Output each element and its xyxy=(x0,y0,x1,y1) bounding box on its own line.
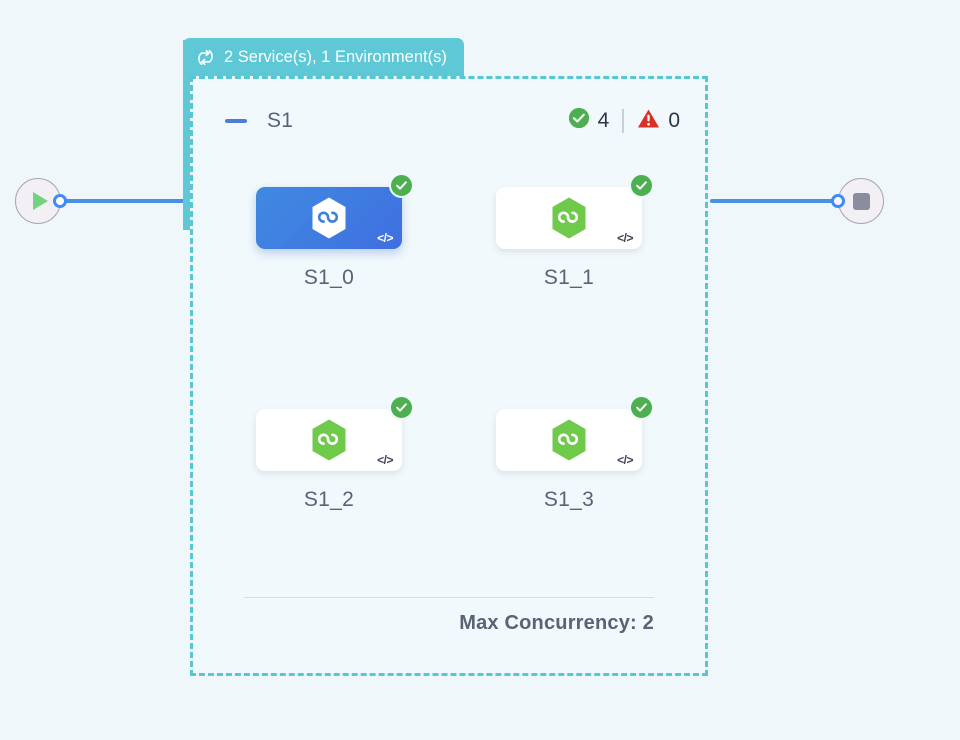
group-name: S1 xyxy=(267,109,294,132)
service-node-card[interactable]: </> xyxy=(256,395,414,471)
code-glyph: </> xyxy=(377,453,393,467)
service-node-card[interactable]: </> xyxy=(496,395,654,471)
start-node-source-handle[interactable] xyxy=(53,194,67,208)
code-glyph: </> xyxy=(617,231,633,245)
check-circle-icon xyxy=(389,173,414,198)
group-left-accent-strip xyxy=(183,40,193,230)
success-count: 4 xyxy=(597,109,610,132)
check-circle-icon xyxy=(389,395,414,420)
group-footer-divider xyxy=(244,597,654,598)
warning-status: 0 xyxy=(637,107,680,136)
stop-icon xyxy=(852,192,870,210)
service-node-label: S1_2 xyxy=(303,488,355,511)
code-glyph: </> xyxy=(377,231,393,245)
status-cluster: 4 0 xyxy=(568,107,680,136)
service-node-label: S1_1 xyxy=(543,266,595,289)
service-node-card[interactable]: </> xyxy=(496,173,654,249)
code-glyph: </> xyxy=(617,453,633,467)
service-group-container[interactable] xyxy=(190,76,708,676)
group-header-label: 2 Service(s), 1 Environment(s) xyxy=(224,47,447,66)
service-node[interactable]: </> S1_2 xyxy=(256,395,414,512)
group-title-row: S1 4 xyxy=(225,103,680,139)
loop-icon xyxy=(196,48,215,67)
status-divider xyxy=(622,109,625,133)
check-circle-icon xyxy=(629,173,654,198)
edge-group-to-stop[interactable] xyxy=(710,199,838,203)
group-header-badge[interactable]: 2 Service(s), 1 Environment(s) xyxy=(183,38,464,76)
service-node[interactable]: </> S1_0 xyxy=(256,173,414,290)
hexagon-infinity-icon xyxy=(552,197,586,239)
success-status: 4 xyxy=(568,107,610,135)
hexagon-infinity-icon xyxy=(312,197,346,239)
warning-triangle-icon xyxy=(637,107,660,136)
edge-start-to-group[interactable] xyxy=(64,199,190,203)
hexagon-infinity-icon xyxy=(552,419,586,461)
service-node[interactable]: </> S1_1 xyxy=(496,173,654,290)
service-node-label: S1_0 xyxy=(303,266,355,289)
check-circle-icon xyxy=(629,395,654,420)
service-node-label: S1_3 xyxy=(543,488,595,511)
hexagon-infinity-icon xyxy=(312,419,346,461)
minus-icon[interactable] xyxy=(225,119,247,123)
warning-count: 0 xyxy=(668,109,680,132)
check-circle-icon xyxy=(568,107,590,135)
max-concurrency-label: Max Concurrency: 2 xyxy=(459,612,654,634)
service-node-card[interactable]: </> xyxy=(256,173,414,249)
play-icon xyxy=(32,192,48,210)
stop-node-target-handle[interactable] xyxy=(831,194,845,208)
service-node[interactable]: </> S1_3 xyxy=(496,395,654,512)
